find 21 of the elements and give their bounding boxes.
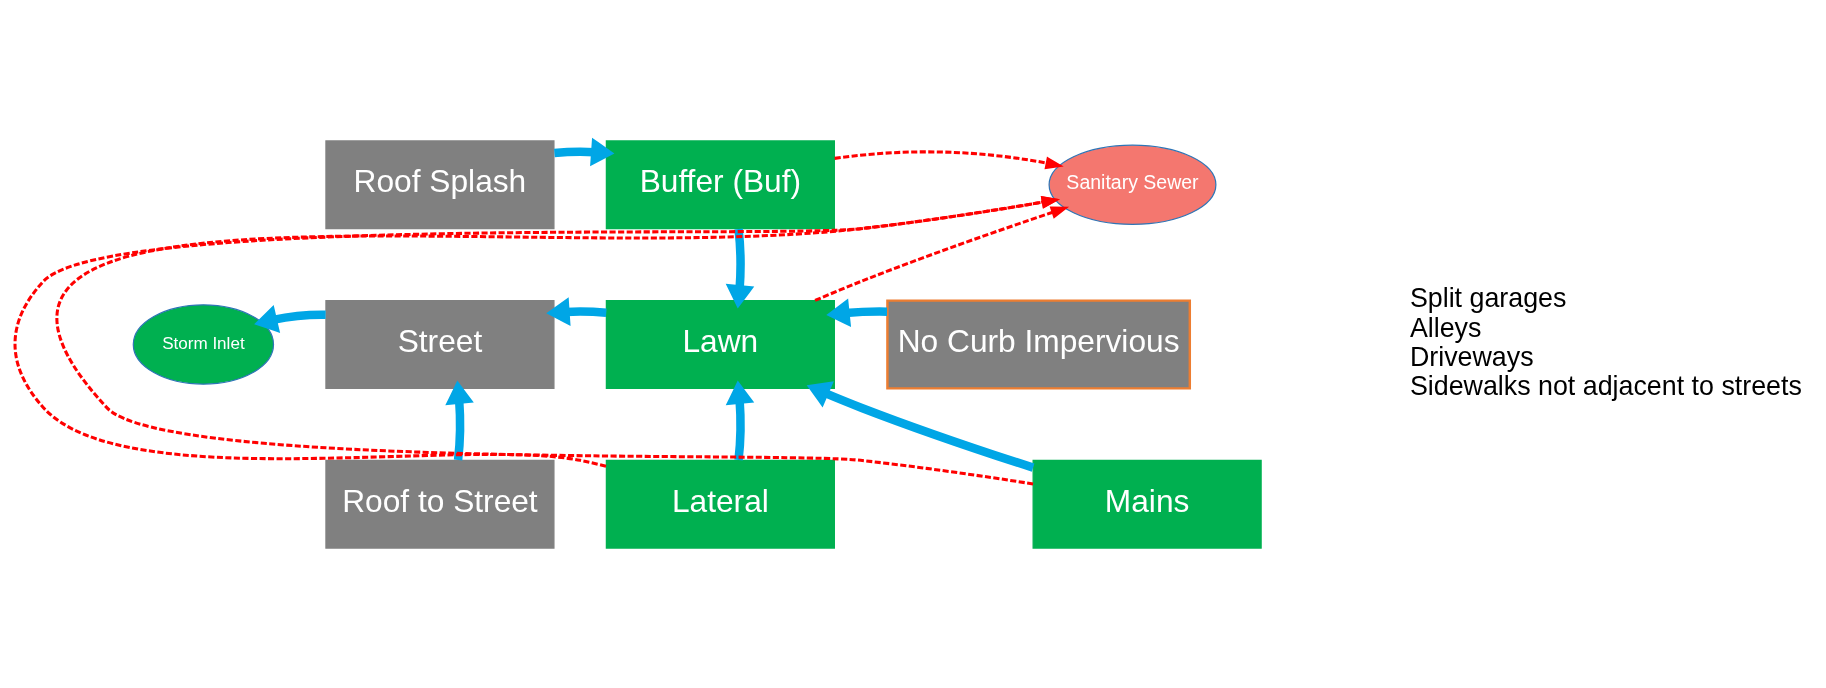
node-box: Mains	[1032, 459, 1262, 549]
arrow	[806, 380, 1035, 472]
node-box: Buffer (Buf)	[605, 139, 835, 229]
arrow	[445, 380, 474, 461]
node-label: Split garages	[1409, 282, 1567, 313]
arrow	[725, 380, 755, 461]
node-box: Lawn	[605, 299, 835, 389]
node-box: Roof to Street	[325, 459, 555, 549]
node-box: Roof Splash	[325, 139, 555, 229]
arrow	[814, 206, 1070, 302]
node-ellipse: Storm Inlet	[132, 303, 275, 385]
arrow	[834, 149, 1064, 169]
node-box: Street	[325, 299, 555, 389]
arrow	[546, 296, 607, 326]
arrow	[554, 137, 615, 166]
node-box: Lateral	[605, 459, 835, 549]
arrow	[254, 304, 326, 333]
node-box: No Curb Impervious	[886, 298, 1192, 390]
arrow	[826, 297, 888, 327]
node-label: Alleys	[1409, 312, 1482, 343]
arrow	[725, 228, 755, 308]
